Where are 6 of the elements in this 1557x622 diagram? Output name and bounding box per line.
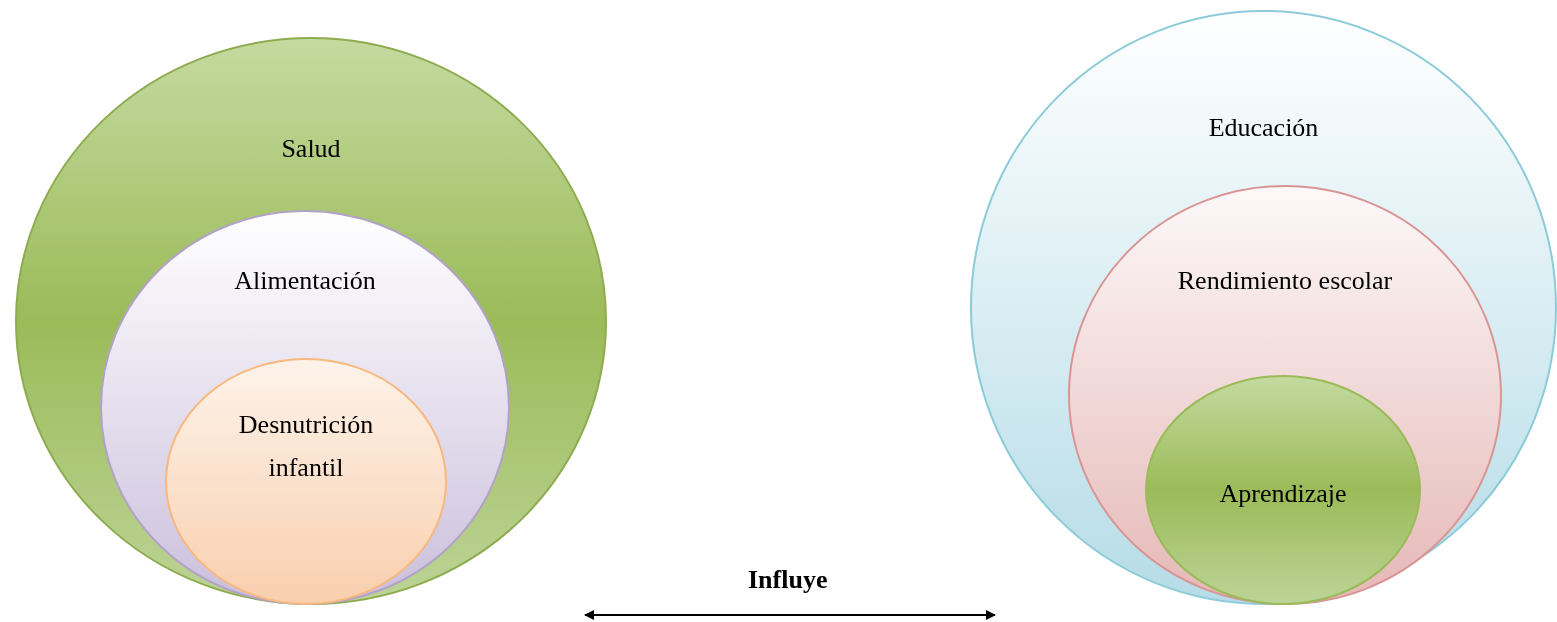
circle-label: Educación: [1207, 112, 1320, 144]
circle-label: Desnutrición infantil: [237, 409, 375, 484]
circle-label: Alimentación: [233, 265, 377, 297]
circle-label: Salud: [280, 133, 342, 165]
circle-label: Aprendizaje: [1218, 478, 1348, 510]
circle-label: Rendimiento escolar: [1176, 265, 1394, 297]
